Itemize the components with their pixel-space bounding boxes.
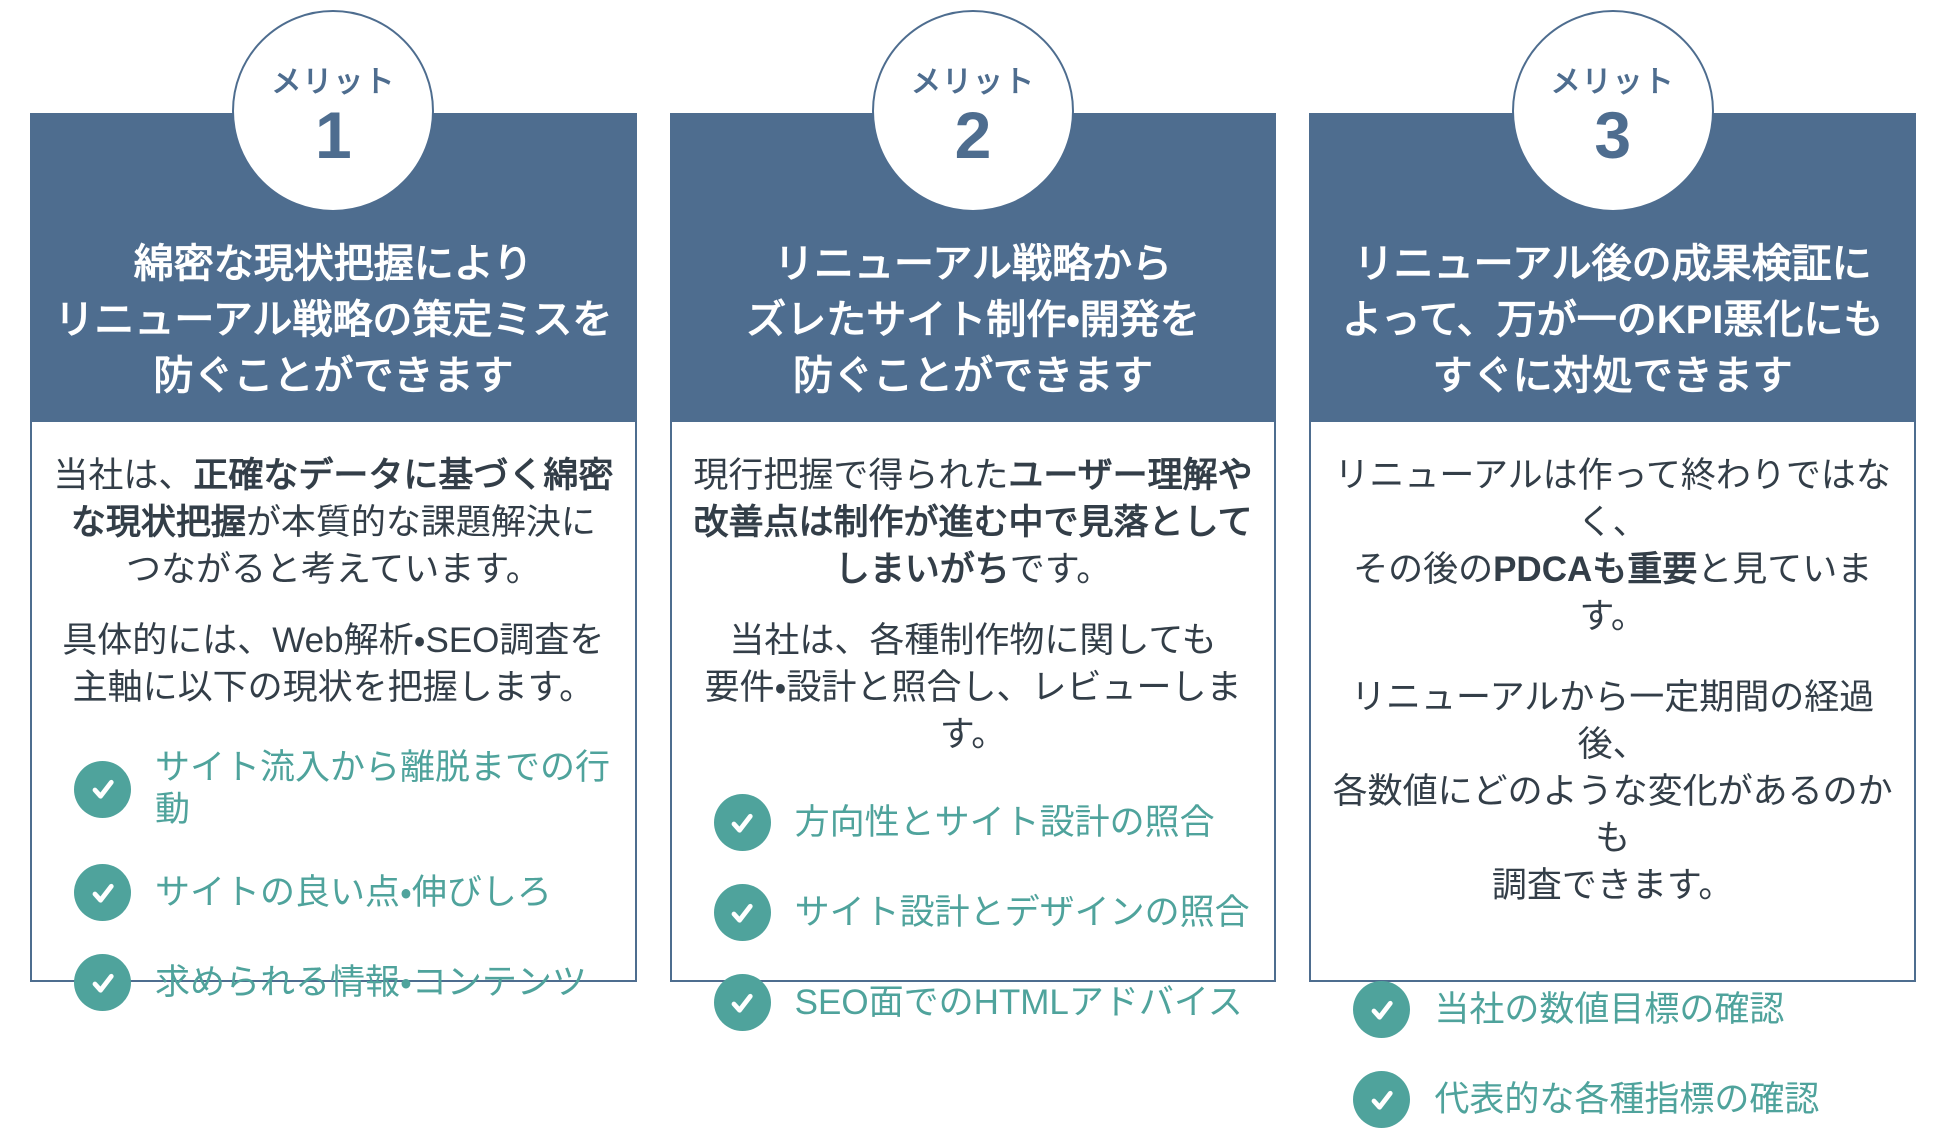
checklist: 当社の数値目標の確認 代表的な各種指標の確認 xyxy=(1325,981,1900,1128)
card-paragraph: 当社は、正確なデータに基づく綿密 な現状把握が本質的な課題解決に つながると考え… xyxy=(53,456,614,589)
card-title: 綿密な現状把握により リニューアル戦略の策定ミスを 防ぐことができます xyxy=(54,242,613,398)
card-body: 当社は、正確なデータに基づく綿密 な現状把握が本質的な課題解決に つながると考え… xyxy=(32,422,635,1011)
merit-card-3: メリット 3 リニューアル後の成果検証に よって、万が一のKPI悪化にも すぐに… xyxy=(1309,10,1917,1128)
check-icon xyxy=(1353,1071,1411,1128)
check-icon xyxy=(74,760,131,818)
check-icon xyxy=(713,794,771,851)
merit-badge-2: メリット 2 xyxy=(872,10,1074,212)
check-icon xyxy=(713,884,771,941)
checklist: 方向性とサイト設計の照合 サイト設計とデザインの照合 SEO面でのHTMLアドバ… xyxy=(686,794,1261,1031)
card-body: 現行把握で得られたユーザー理解や 改善点は制作が進む中で見落として しまいがちで… xyxy=(672,422,1275,1031)
badge-number: 1 xyxy=(314,98,352,173)
card-paragraph: リニューアルは作って終わりではなく、 その後のPDCAも重要と見ています。 xyxy=(1334,456,1891,636)
badge-label: メリット xyxy=(911,66,1035,100)
checklist-item-label: 方向性とサイト設計の照合 xyxy=(794,802,1215,842)
checklist-item-label: 代表的な各種指標の確認 xyxy=(1434,1079,1820,1119)
merit-cards-container: メリット 1 綿密な現状把握により リニューアル戦略の策定ミスを 防ぐことができ… xyxy=(0,10,1946,1128)
check-icon xyxy=(74,864,131,921)
checklist-item: 求められる情報・コンテンツ xyxy=(74,954,621,1011)
merit-badge-3: メリット 3 xyxy=(1511,10,1714,212)
card-title: リニューアル後の成果検証に よって、万が一のKPI悪化にも すぐに対処できます xyxy=(1341,242,1884,398)
badge-label: メリット xyxy=(1550,66,1675,100)
checklist-item: 当社の数値目標の確認 xyxy=(1353,981,1900,1038)
checklist-item-label: サイト設計とデザインの照合 xyxy=(794,892,1250,932)
badge-label: メリット xyxy=(271,66,396,100)
check-icon xyxy=(713,974,771,1031)
card-paragraph: リニューアルから一定期間の経過後、 各数値にどのような変化があるのかも 調査でき… xyxy=(1332,678,1893,905)
checklist-item-label: 当社の数値目標の確認 xyxy=(1434,989,1785,1029)
checklist-item: 代表的な各種指標の確認 xyxy=(1353,1071,1900,1128)
merit-card-2: メリット 2 リニューアル戦略から ズレたサイト制作・開発を 防ぐことができます… xyxy=(669,10,1277,1031)
checklist-item: 方向性とサイト設計の照合 xyxy=(713,794,1261,851)
merit-card-1: メリット 1 綿密な現状把握により リニューアル戦略の策定ミスを 防ぐことができ… xyxy=(30,10,637,1011)
badge-number: 2 xyxy=(954,98,992,173)
checklist-item: サイト流入から離脱までの行動 xyxy=(74,747,621,831)
check-icon xyxy=(74,954,131,1011)
checklist-item: サイト設計とデザインの照合 xyxy=(713,884,1261,941)
card-paragraph: 具体的には、Web解析・SEO調査を 主軸に以下の現状を把握します。 xyxy=(62,621,605,707)
checklist-item-label: サイトの良い点・伸びしろ xyxy=(155,872,552,912)
card-title: リニューアル戦略から ズレたサイト制作・開発を 防ぐことができます xyxy=(746,242,1200,398)
card-body: リニューアルは作って終わりではなく、 その後のPDCAも重要と見ています。 リニ… xyxy=(1311,422,1914,1128)
card-paragraph: 現行把握で得られたユーザー理解や 改善点は制作が進む中で見落として しまいがちで… xyxy=(693,456,1253,589)
checklist-item-label: SEO面でのHTMLアドバイス xyxy=(794,982,1243,1022)
checklist-item: SEO面でのHTMLアドバイス xyxy=(713,974,1261,1031)
badge-number: 3 xyxy=(1594,98,1632,173)
checklist-item-label: 求められる情報・コンテンツ xyxy=(155,962,587,1002)
check-icon xyxy=(1353,981,1411,1038)
card-paragraph: 当社は、各種制作物に関しても 要件・設計と照合し、レビューします。 xyxy=(704,621,1242,754)
checklist: サイト流入から離脱までの行動 サイトの良い点・伸びしろ 求められる情報・コンテン… xyxy=(46,747,621,1011)
merit-badge-1: メリット 1 xyxy=(232,10,435,212)
checklist-item-label: サイト流入から離脱までの行動 xyxy=(155,748,611,829)
checklist-item: サイトの良い点・伸びしろ xyxy=(74,864,621,921)
